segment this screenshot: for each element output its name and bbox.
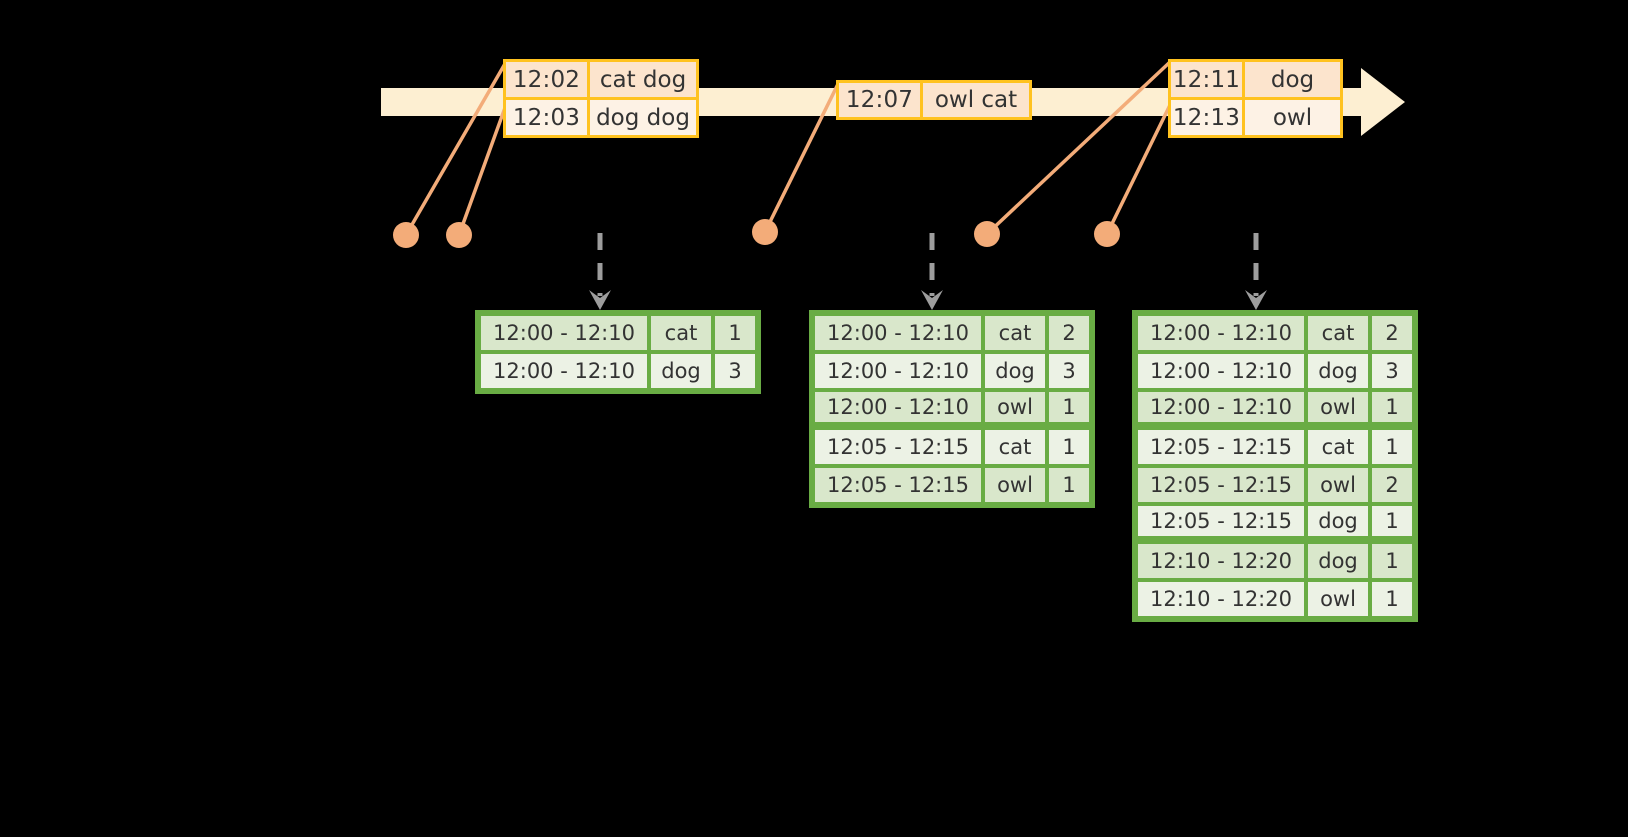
cell-word: owl	[984, 467, 1046, 503]
cell-window: 12:00 - 12:10	[1137, 391, 1305, 423]
event-words: owl cat	[934, 87, 1018, 113]
event-words: dog	[1270, 66, 1315, 93]
cell-window: 12:00 - 12:10	[814, 315, 982, 351]
cell-word: cat	[1307, 429, 1369, 465]
cell-count: 1	[1371, 391, 1413, 423]
cell-window: 12:10 - 12:20	[1137, 581, 1305, 617]
event-row[interactable]: 12:13 owl	[1171, 97, 1340, 135]
cell-window: 12:05 - 12:15	[1137, 505, 1305, 537]
cell-window: 12:10 - 12:20	[1137, 543, 1305, 579]
cell-count: 2	[1048, 315, 1090, 351]
cell-count: 2	[1371, 315, 1413, 351]
cell-word: owl	[1307, 391, 1369, 423]
cell-count: 1	[1371, 429, 1413, 465]
cell-count: 1	[714, 315, 756, 351]
connector-3-dot	[752, 219, 778, 245]
dashed-arrows	[589, 233, 1267, 310]
cell-count: 1	[1048, 467, 1090, 503]
connector-2-dot	[446, 222, 472, 248]
cell-count: 1	[1371, 581, 1413, 617]
cell-window: 12:05 - 12:15	[814, 467, 982, 503]
cell-word: owl	[984, 391, 1046, 423]
cell-count: 1	[1371, 505, 1413, 537]
connector-1-line	[404, 61, 508, 236]
dashed-arrow-2-head	[921, 290, 943, 310]
event-row[interactable]: 12:02 cat dog	[506, 62, 696, 97]
cell-word: owl	[1307, 581, 1369, 617]
cell-window: 12:00 - 12:10	[480, 315, 648, 351]
connector-5-line	[1105, 104, 1172, 235]
cell-window: 12:00 - 12:10	[1137, 353, 1305, 389]
event-timestamp: 12:13	[1171, 100, 1245, 135]
cell-word: dog	[984, 353, 1046, 389]
cell-window: 12:05 - 12:15	[1137, 467, 1305, 503]
event-timestamp: 12:02	[506, 62, 590, 97]
connector-3-line	[763, 83, 840, 233]
event-timestamp: 12:07	[839, 83, 923, 117]
cell-count: 1	[1048, 429, 1090, 465]
cell-window: 12:00 - 12:10	[814, 353, 982, 389]
cell-window: 12:05 - 12:15	[1137, 429, 1305, 465]
cell-word: dog	[1307, 353, 1369, 389]
cell-count: 2	[1371, 467, 1413, 503]
connector-5-dot	[1094, 221, 1120, 247]
dashed-arrow-1-head	[589, 290, 611, 310]
event-group-3[interactable]: 12:11 dog 12:13 owl	[1168, 59, 1343, 138]
connector-1-dot	[393, 222, 419, 248]
event-words: dog dog	[596, 104, 690, 131]
event-row[interactable]: 12:11 dog	[1171, 62, 1340, 97]
event-timestamp: 12:11	[1171, 62, 1245, 97]
event-group-2[interactable]: 12:07 owl cat	[836, 80, 1032, 120]
dashed-arrow-3-head	[1245, 290, 1267, 310]
cell-window: 12:05 - 12:15	[814, 429, 982, 465]
event-timestamp: 12:03	[506, 100, 590, 135]
cell-word: cat	[1307, 315, 1369, 351]
cell-word: dog	[1307, 543, 1369, 579]
cell-count: 3	[1048, 353, 1090, 389]
event-words: owl	[1272, 104, 1313, 131]
cell-word: cat	[984, 315, 1046, 351]
cell-count: 1	[1048, 391, 1090, 423]
cell-word: cat	[650, 315, 712, 351]
cell-window: 12:00 - 12:10	[480, 353, 648, 389]
connector-4-dot	[974, 221, 1000, 247]
event-words: cat dog	[599, 66, 687, 93]
cell-word: cat	[984, 429, 1046, 465]
cell-word: dog	[1307, 505, 1369, 537]
cell-word: owl	[1307, 467, 1369, 503]
connector-2-line	[457, 104, 508, 236]
connector-dots	[393, 219, 1120, 248]
cell-window: 12:00 - 12:10	[814, 391, 982, 423]
cell-window: 12:00 - 12:10	[1137, 315, 1305, 351]
cell-count: 3	[714, 353, 756, 389]
event-row[interactable]: 12:07 owl cat	[839, 83, 1029, 117]
cell-count: 1	[1371, 543, 1413, 579]
cell-count: 3	[1371, 353, 1413, 389]
cell-word: dog	[650, 353, 712, 389]
